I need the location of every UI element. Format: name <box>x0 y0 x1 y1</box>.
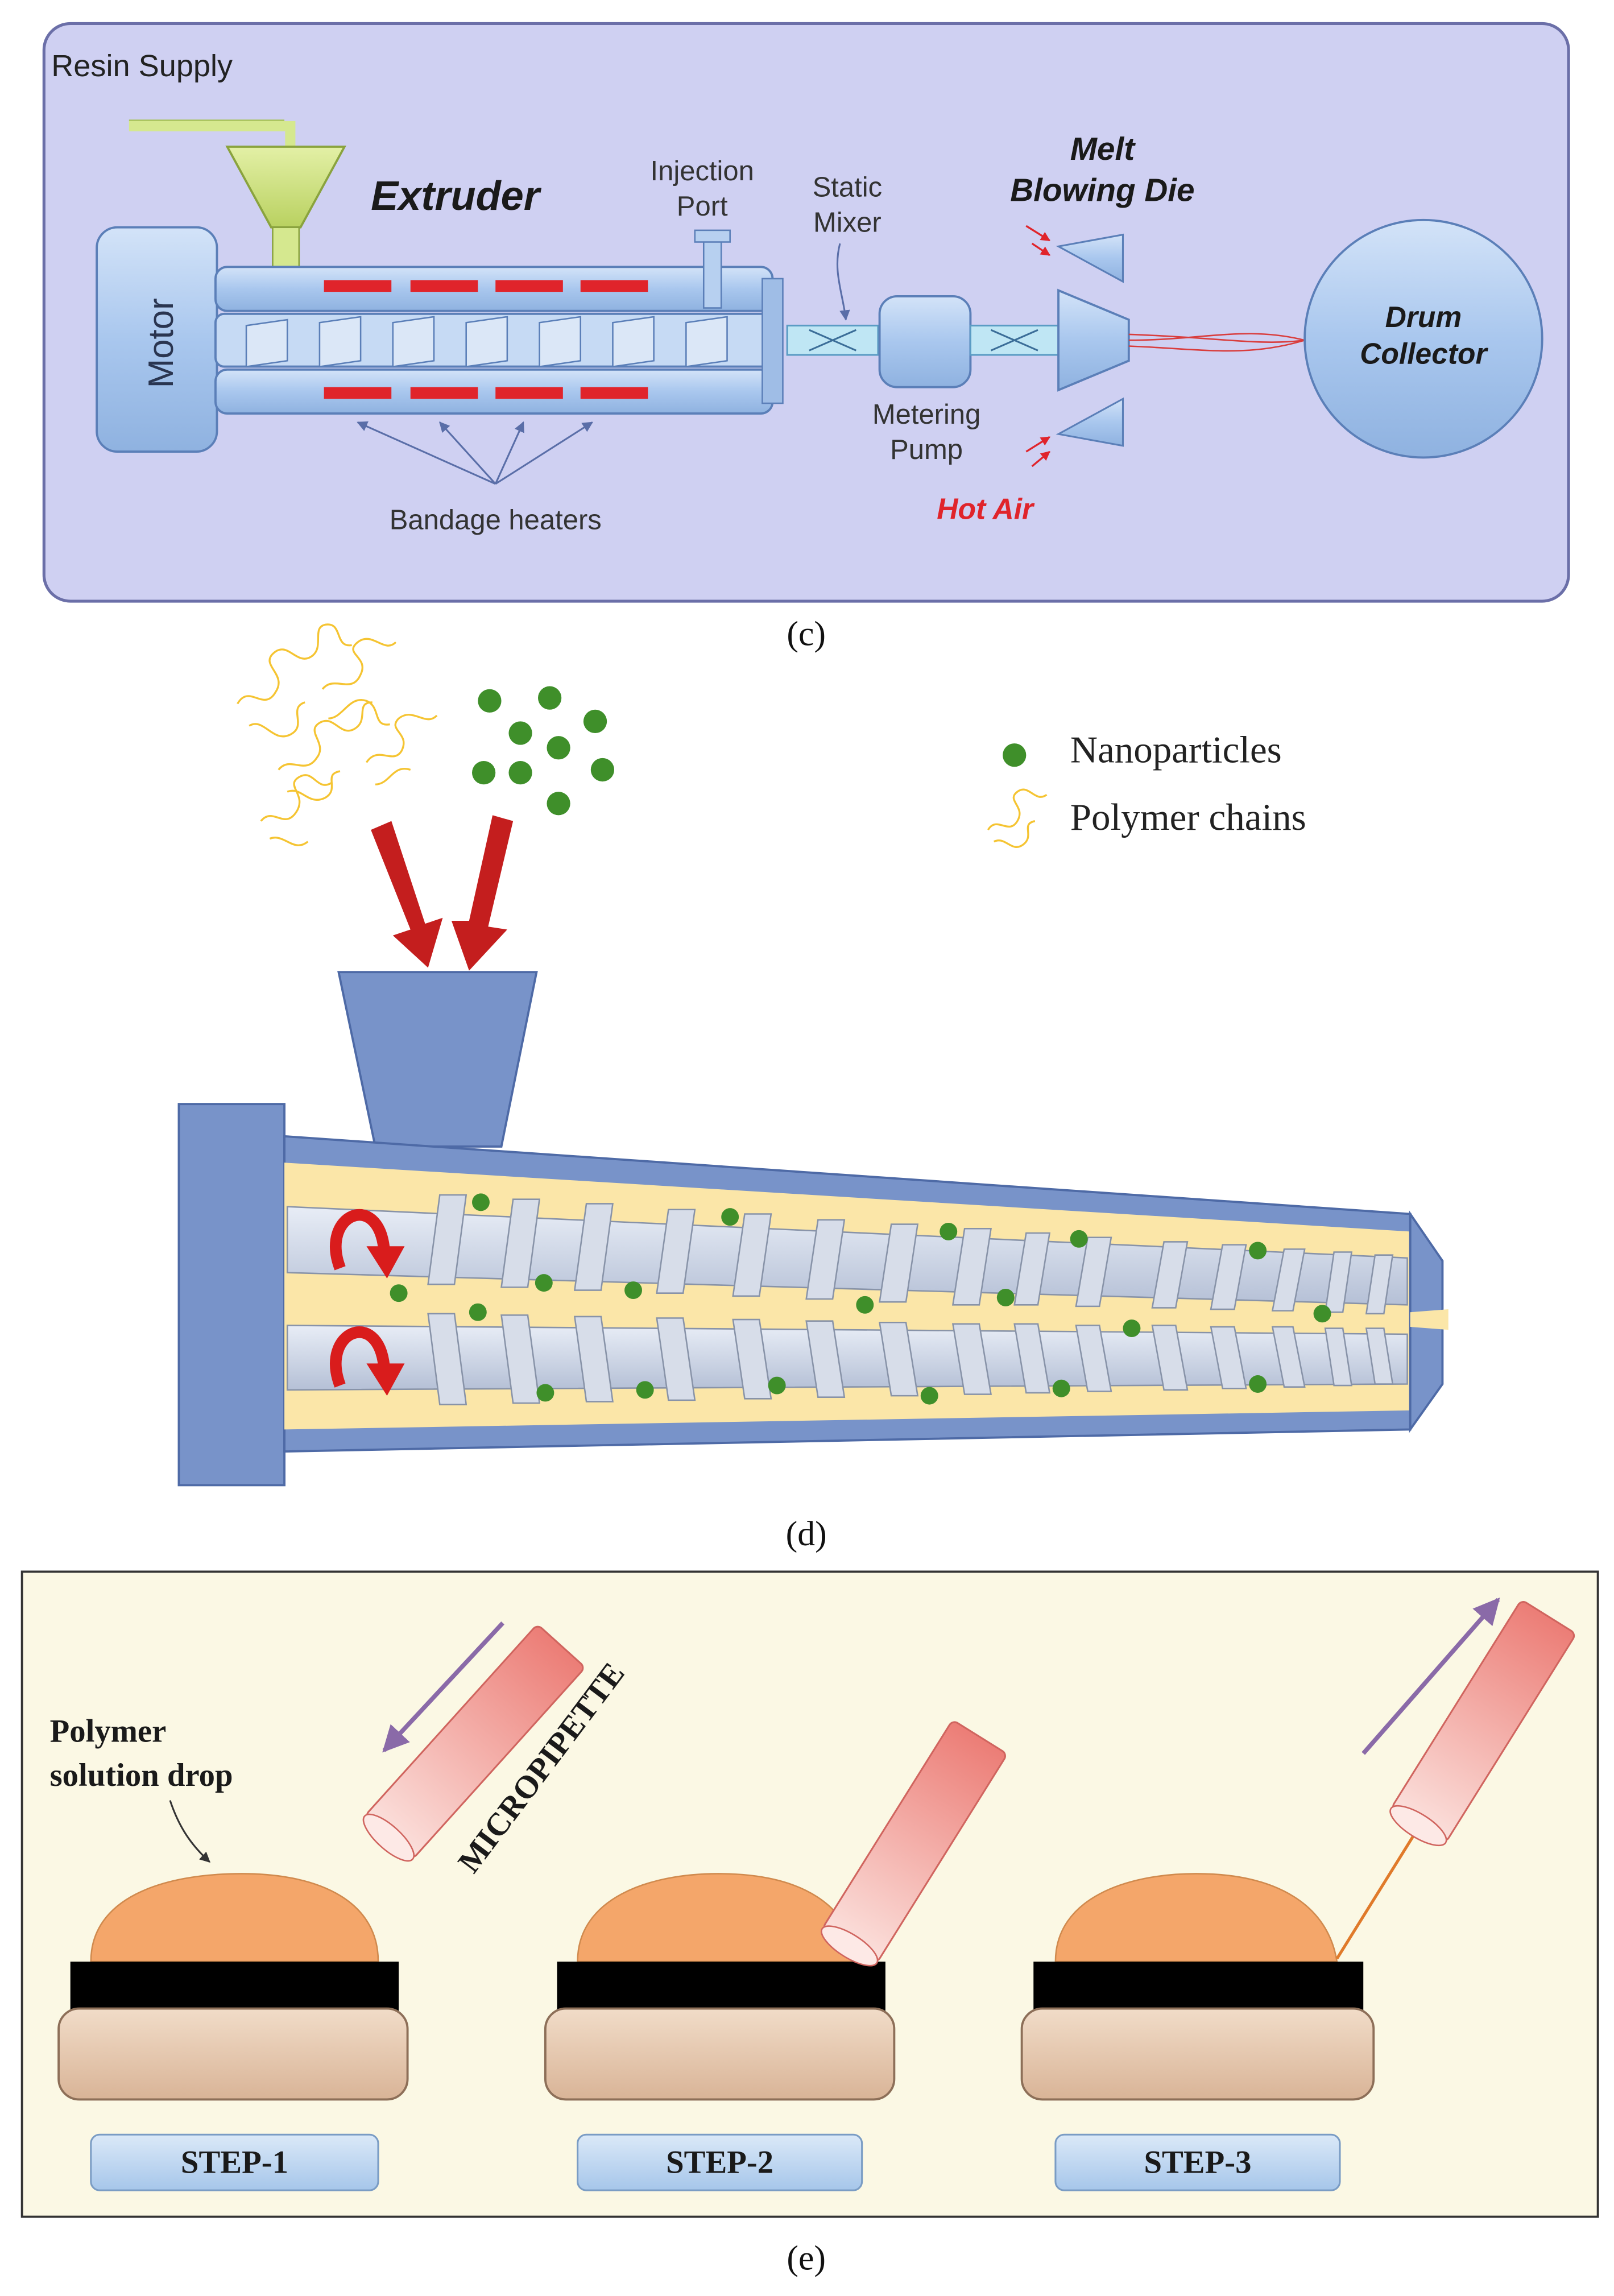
panel-d-twin-screw-extrusion: Nanoparticles Polymer chains <box>177 623 1449 1487</box>
base-step2 <box>544 2007 896 2101</box>
extruder-hopper <box>337 971 538 1148</box>
panel-c-caption: (c) <box>787 614 826 653</box>
bandage-heaters-label: Bandage heaters <box>390 505 602 536</box>
static-mixer-label-line2: Mixer <box>813 207 882 238</box>
stage-step1 <box>57 1873 409 2101</box>
panel-c-background <box>42 22 1570 603</box>
hot-air-arrows <box>1025 225 1051 468</box>
legend-nanoparticles-label: Nanoparticles <box>1070 729 1282 771</box>
pipette-approach-arrow <box>382 1621 504 1753</box>
injection-port-pipe <box>702 237 722 309</box>
static-mixer-pointer-arrow <box>836 243 850 321</box>
step-label-1-text: STEP-1 <box>181 2144 288 2180</box>
extruder-outlet-flange <box>762 278 784 404</box>
dispersed-nanoparticles <box>390 1193 1331 1405</box>
static-mixer-cross <box>809 329 856 351</box>
step-label-2: STEP-2 <box>577 2133 863 2191</box>
rotation-arrowheads <box>366 1246 405 1396</box>
melt-blowing-die <box>1057 288 1130 392</box>
screw-flights <box>245 316 728 368</box>
bandage-heaters-pointer-lines <box>357 421 593 485</box>
extruder-barrel-top <box>214 266 774 312</box>
polymer-drop-label-line2: solution drop <box>50 1757 233 1793</box>
fiber-stream <box>1128 333 1305 352</box>
polymer-drop-pointer-arrow <box>169 1800 210 1863</box>
drum-collector-label-line1: Drum <box>1385 300 1462 333</box>
panel-e-caption: (e) <box>787 2239 826 2277</box>
static-mixer-label-line1: Static <box>813 172 882 203</box>
bandage-heaters-bottom <box>324 387 648 399</box>
step-label-2-text: STEP-2 <box>666 2144 773 2180</box>
die-air-plate-bottom <box>1056 397 1124 447</box>
nanoparticle-cluster <box>472 686 615 816</box>
die-air-plate-top <box>1056 233 1124 283</box>
drawn-fiber <box>1335 1826 1421 1960</box>
resin-supply-label: Resin Supply <box>51 49 233 83</box>
screw-flights-top <box>427 1194 1394 1315</box>
screw-flights-bottom <box>427 1313 1394 1405</box>
step-label-3-text: STEP-3 <box>1144 2144 1251 2180</box>
metering-pump-label-line2: Pump <box>890 435 963 465</box>
die-feed-mixer-cross <box>990 329 1038 351</box>
micropipette-step2 <box>821 1721 1006 1967</box>
polymer-drop-step3 <box>1054 1873 1338 1963</box>
substrate-step3 <box>1033 1962 1364 2012</box>
micropipette-step1 <box>362 1625 584 1862</box>
legend-nanoparticle-icon <box>1003 743 1027 767</box>
stage-step3 <box>1020 1597 1575 2101</box>
extruder-nozzle-opening <box>1410 1309 1449 1330</box>
injection-port-label-line1: Injection <box>651 156 754 187</box>
base-step1 <box>57 2007 409 2101</box>
stage-step2 <box>544 1721 1006 2101</box>
extruder-label: Extruder <box>371 173 542 219</box>
hopper-funnel-icon <box>225 146 347 229</box>
motor-label: Motor <box>142 298 181 388</box>
hot-air-label: Hot Air <box>937 493 1035 526</box>
melt-blowing-die-label-line1: Melt <box>1070 131 1136 167</box>
substrate-step1 <box>70 1962 399 2012</box>
panel-e-drawing-steps: Polymer solution drop MICROPIPETTE <box>20 1570 1599 2218</box>
metering-pump-label-line1: Metering <box>872 399 981 430</box>
step-label-3: STEP-3 <box>1054 2133 1341 2191</box>
melt-blowing-die-label-line2: Blowing Die <box>1010 172 1194 208</box>
polymer-drop-step1 <box>90 1873 379 1963</box>
pipette-withdraw-arrow <box>1361 1597 1500 1755</box>
substrate-step2 <box>557 1962 885 2012</box>
metering-pump <box>878 295 972 388</box>
panel-c-melt-blowing-setup: Resin Supply Motor <box>42 22 1570 603</box>
injection-port-cap <box>694 229 731 243</box>
injection-port-label-line2: Port <box>677 191 728 222</box>
legend-polymer-chains-label: Polymer chains <box>1070 796 1306 838</box>
feed-arrows <box>371 815 514 971</box>
bandage-heaters-top <box>324 280 648 292</box>
resin-supply-line <box>129 121 296 153</box>
legend-polymer-chain-icon <box>987 788 1048 848</box>
drum-collector <box>1303 218 1543 459</box>
base-step3 <box>1020 2007 1375 2101</box>
drum-collector-label-line2: Collector <box>1360 337 1488 370</box>
micropipette-step3 <box>1389 1601 1575 1847</box>
extruder-barrel-bottom <box>214 368 774 415</box>
extruder-end-plate <box>177 1103 285 1487</box>
panel-d-caption: (d) <box>786 1515 827 1553</box>
step-label-1: STEP-1 <box>90 2133 379 2191</box>
polymer-chains-cluster <box>237 623 438 846</box>
rotation-arrows <box>330 1209 390 1388</box>
polymer-drop-label-line1: Polymer <box>50 1713 167 1749</box>
